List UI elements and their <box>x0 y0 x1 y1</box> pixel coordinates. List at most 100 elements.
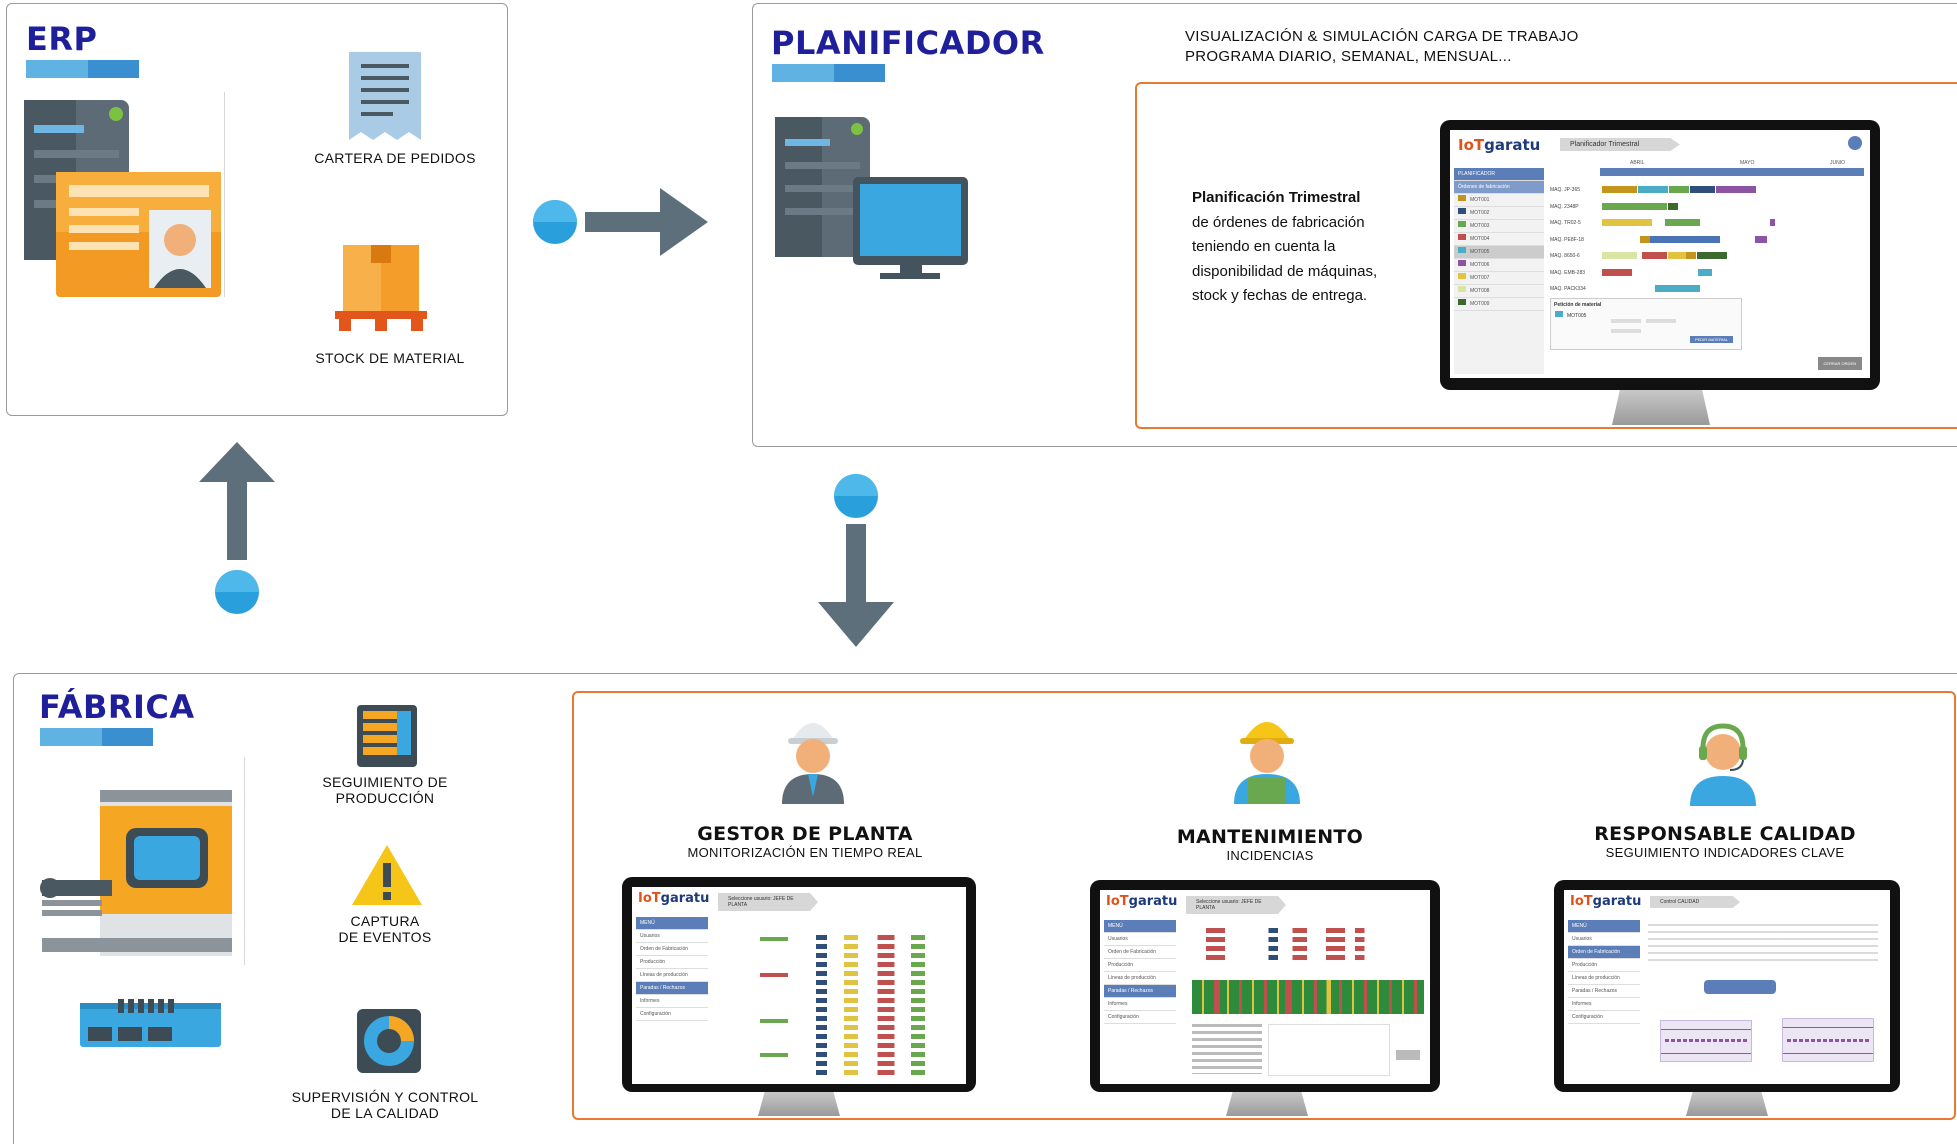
cerrar-orden-button[interactable]: CERRAR ORDEN <box>1817 357 1862 370</box>
machine-label: MAQ. PACK334 <box>1550 286 1586 292</box>
planner-timeline-header <box>1600 168 1864 176</box>
menu-item[interactable]: Producción <box>1568 959 1640 972</box>
quality-chart-right <box>1782 1018 1874 1062</box>
supervision-label-line1: SUPERVISIÓN Y CONTROL <box>291 1089 479 1105</box>
seguimiento-label-line1: SEGUIMIENTO DE <box>322 774 448 790</box>
menu-item[interactable]: Configuración <box>1104 1011 1176 1024</box>
menu-item[interactable]: Usuarios <box>1104 933 1176 946</box>
planificador-title-bar <box>772 64 885 82</box>
headset-operator-icon <box>1690 723 1756 806</box>
order-details <box>1648 924 1878 964</box>
menu-item[interactable]: Líneas de producción <box>1568 972 1640 985</box>
month-label: ABRIL <box>1630 160 1645 166</box>
user-icon <box>1848 136 1862 150</box>
seguimiento-label-line2: PRODUCCIÓN <box>335 790 435 806</box>
menu-item[interactable]: Paradas / Rechazos <box>1104 985 1176 998</box>
gantt-bar[interactable] <box>1686 252 1696 259</box>
gantt-bar[interactable] <box>1698 269 1712 276</box>
months-header: ABRIL MAYO JUNIO <box>1600 160 1864 168</box>
menu-item[interactable]: Orden de Fabricación <box>1104 946 1176 959</box>
popup-field[interactable] <box>1611 329 1641 333</box>
gantt-bar[interactable] <box>1602 252 1637 259</box>
order-item[interactable]: MOT005 <box>1454 246 1544 259</box>
gantt-bar[interactable] <box>1697 252 1727 259</box>
menu-item[interactable]: Líneas de producción <box>1104 972 1176 985</box>
gantt-bar[interactable] <box>1602 219 1652 226</box>
description-line: stock y fechas de entrega. <box>1192 287 1368 304</box>
menu-item[interactable]: Orden de Fabricación <box>1568 946 1640 959</box>
gantt-bar[interactable] <box>1650 236 1720 243</box>
popup-item: MOT005 <box>1551 311 1741 319</box>
popup-field[interactable] <box>1646 319 1676 323</box>
sidebar-sub: Órdenes de fabricación <box>1454 181 1544 194</box>
description-line: de órdenes de fabricación <box>1192 213 1365 231</box>
mantenimiento-monitor-stand <box>1226 1092 1308 1116</box>
role-gestor: GESTOR DE PLANTA MONITORIZACIÓN EN TIEMP… <box>640 823 970 860</box>
gantt-bar[interactable] <box>1602 203 1667 210</box>
date-badge <box>1704 980 1776 994</box>
gantt-bar[interactable] <box>1668 252 1686 259</box>
planner-screen: IoTgaratu Planificador Trimestral ABRIL … <box>1450 130 1870 378</box>
gantt-bar[interactable] <box>1642 252 1667 259</box>
gantt-bar[interactable] <box>1602 186 1637 193</box>
order-item[interactable]: MOT009 <box>1454 298 1544 311</box>
engineer-icon <box>782 723 844 804</box>
control-calidad-tab: Control CALIDAD <box>1650 896 1740 908</box>
order-item[interactable]: MOT003 <box>1454 220 1544 233</box>
role-subtitle: INCIDENCIAS <box>1226 848 1314 863</box>
gantt-bar[interactable] <box>1655 285 1700 292</box>
description-line: teniendo en cuenta la <box>1192 238 1336 255</box>
order-item[interactable]: MOT004 <box>1454 233 1544 246</box>
menu-item[interactable]: Orden de Fabricación <box>636 943 708 956</box>
incident-form <box>1268 1024 1390 1076</box>
gantt-bar[interactable] <box>1638 186 1668 193</box>
order-item[interactable]: MOT007 <box>1454 272 1544 285</box>
menu-item[interactable]: Informes <box>1104 998 1176 1011</box>
roles-frame <box>572 691 1956 1120</box>
arrow-down-icon <box>818 474 894 647</box>
gantt-bar[interactable] <box>1665 219 1700 226</box>
role-subtitle: MONITORIZACIÓN EN TIEMPO REAL <box>687 845 923 860</box>
role-subtitle: SEGUIMIENTO INDICADORES CLAVE <box>1605 845 1845 860</box>
gantt-bar[interactable] <box>1770 219 1775 226</box>
gestor-screen: IoTgaratu Seleccione usuario: JEFE DE PL… <box>632 887 966 1084</box>
arrow-up-icon <box>199 442 275 614</box>
order-item[interactable]: MOT006 <box>1454 259 1544 272</box>
gantt-bar[interactable] <box>1755 236 1767 243</box>
menu-item[interactable]: Paradas / Rechazos <box>636 982 708 995</box>
role-mantenimiento: MANTENIMIENTO INCIDENCIAS <box>1105 826 1435 863</box>
menu-item[interactable]: Informes <box>1568 998 1640 1011</box>
machine-label: MAQ. TR02-5 <box>1550 220 1581 226</box>
planificador-heading-line1: VISUALIZACIÓN & SIMULACIÓN CARGA DE TRAB… <box>1185 28 1579 45</box>
order-item[interactable]: MOT008 <box>1454 285 1544 298</box>
order-item[interactable]: MOT001 <box>1454 194 1544 207</box>
plc-module-icon <box>80 999 221 1047</box>
iot-garatu-logo: IoTgaratu <box>638 891 710 906</box>
gantt-bar[interactable] <box>1690 186 1715 193</box>
pedir-material-button[interactable]: PEDIR MATERIAL <box>1689 336 1733 343</box>
order-item[interactable]: MOT002 <box>1454 207 1544 220</box>
menu-item[interactable]: Líneas de producción <box>636 969 708 982</box>
gantt-bar[interactable] <box>1602 269 1632 276</box>
menu-item[interactable]: Producción <box>636 956 708 969</box>
menu-item[interactable]: Usuarios <box>636 930 708 943</box>
menu-item[interactable]: Informes <box>636 995 708 1008</box>
server-rack-icon <box>357 705 417 767</box>
incident-list <box>1192 1024 1262 1074</box>
gantt-bar[interactable] <box>1668 203 1678 210</box>
menu-item[interactable]: Producción <box>1104 959 1176 972</box>
seguimiento-label: SEGUIMIENTO DE PRODUCCIÓN <box>290 774 480 806</box>
menu-item[interactable]: Usuarios <box>1568 933 1640 946</box>
planificacion-description: Planificación Trimestral de órdenes de f… <box>1192 186 1377 309</box>
planificador-heading-line2: PROGRAMA DIARIO, SEMANAL, MENSUAL... <box>1185 48 1512 65</box>
captura-label: CAPTURA DE EVENTOS <box>290 913 480 945</box>
gantt-bar[interactable] <box>1640 236 1650 243</box>
menu-item[interactable]: Paradas / Rechazos <box>1568 985 1640 998</box>
menu-item[interactable]: Configuración <box>636 1008 708 1021</box>
progress-bar <box>760 937 788 941</box>
save-button[interactable] <box>1396 1050 1420 1060</box>
menu-item[interactable]: Configuración <box>1568 1011 1640 1024</box>
gantt-bar[interactable] <box>1716 186 1756 193</box>
popup-field[interactable] <box>1611 319 1641 323</box>
gantt-bar[interactable] <box>1669 186 1689 193</box>
